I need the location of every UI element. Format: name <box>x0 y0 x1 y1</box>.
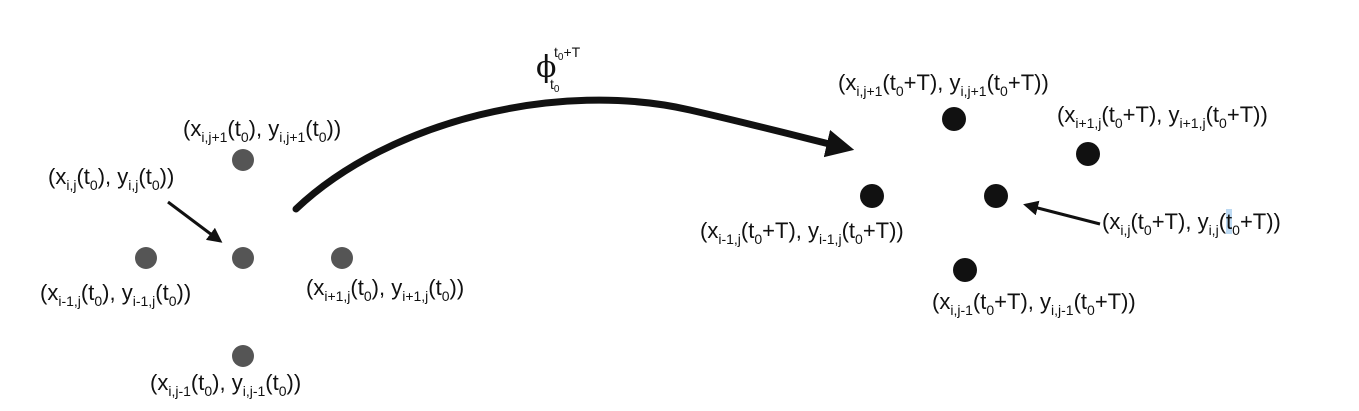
label-right-top: (xi,j+1(t0+T), yi,j+1(t0+T)) <box>838 70 1049 99</box>
right-point-right <box>1076 142 1100 166</box>
label-left-center: (xi,j(t0), yi,j(t0)) <box>48 164 175 193</box>
label-left-right: (xi+1,j(t0), yi+1,j(t0)) <box>306 275 465 304</box>
label-left-top: (xi,j+1(t0), yi,j+1(t0)) <box>183 116 342 145</box>
left-point-bottom <box>232 345 254 367</box>
right-point-left <box>860 184 884 208</box>
right-point-bottom <box>953 258 977 282</box>
phi-glyph: ϕ <box>536 50 557 85</box>
left-point-right <box>331 247 353 269</box>
label-left-bottom: (xi,j-1(t0), yi,j-1(t0)) <box>150 370 302 399</box>
right-point-center <box>984 184 1008 208</box>
label-right-center: (xi,j(t0+T), yi,j(t0+T)) <box>1102 209 1281 238</box>
left-point-center <box>232 247 254 269</box>
right-point-top <box>942 107 966 131</box>
flow-map-arrow <box>292 96 855 213</box>
flow-map-symbol: ϕ t0+T t0 <box>536 44 580 95</box>
pointer-arrow-right <box>1023 200 1101 226</box>
left-point-left <box>135 247 157 269</box>
phi-subscript: t0 <box>550 76 560 95</box>
phi-superscript: t0+T <box>554 44 581 63</box>
label-left-left: (xi-1,j(t0), yi-1,j(t0)) <box>40 280 192 309</box>
label-right-right: (xi+1,j(t0+T), yi+1,j(t0+T)) <box>1057 102 1268 131</box>
label-right-bottom: (xi,j-1(t0+T), yi,j-1(t0+T)) <box>932 289 1136 318</box>
highlighted-t: t <box>1226 209 1233 234</box>
left-point-top <box>232 149 254 171</box>
label-right-left: (xi-1,j(t0+T), yi-1,j(t0+T)) <box>700 218 904 247</box>
pointer-arrow-left <box>167 200 223 243</box>
